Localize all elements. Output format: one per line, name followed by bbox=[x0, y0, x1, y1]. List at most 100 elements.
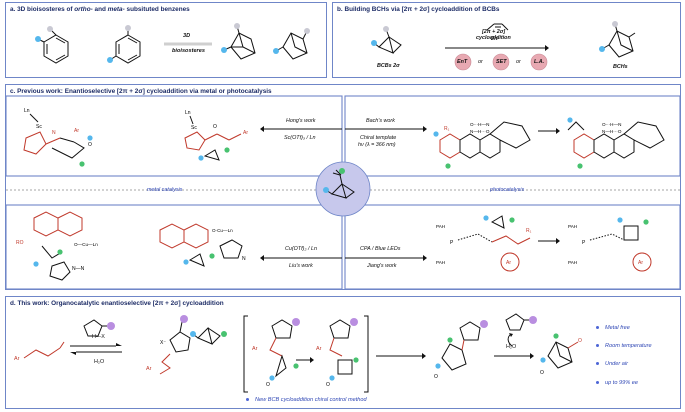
jiang-conditions: CPA / Blue LEDs bbox=[360, 246, 401, 252]
ar-label-3: Ar bbox=[252, 346, 258, 352]
svg-text:PAH: PAH bbox=[568, 224, 577, 229]
jiang-cpa-complex-2: PAH P PAH Ar bbox=[568, 217, 652, 272]
bch-meta-structure bbox=[273, 28, 310, 60]
final-bch-product: O O bbox=[540, 333, 582, 376]
ortho-benzene-structure bbox=[35, 26, 69, 64]
svg-text:O: O bbox=[326, 382, 330, 388]
svg-text:O—Cu—Ln: O—Cu—Ln bbox=[74, 242, 98, 247]
meta-benzene-structure bbox=[107, 25, 141, 64]
bach-arrow-2 bbox=[538, 128, 560, 134]
bach-template-complex-2: O···H—N N—H···O bbox=[567, 117, 665, 169]
bch-label: BCHs bbox=[613, 64, 628, 70]
metal-catalysis-label: metal catalysis bbox=[147, 187, 183, 193]
svg-text:O: O bbox=[540, 370, 544, 376]
svg-text:R₁: R₁ bbox=[444, 126, 450, 132]
svg-text:P: P bbox=[450, 240, 454, 246]
jiang-label: Jiang's work bbox=[367, 263, 397, 269]
svg-text:Sc: Sc bbox=[36, 124, 42, 130]
arrow-label-3d: 3D bbox=[183, 33, 191, 39]
water-label-1: H₂O bbox=[94, 359, 105, 365]
liu-conditions: Cu(OTf)₂ / Ln bbox=[285, 246, 318, 252]
or-1: or bbox=[478, 59, 483, 65]
panel-a: a. 3D bioisosteres of ortho- and meta- s… bbox=[5, 2, 327, 78]
svg-text:PAH: PAH bbox=[436, 224, 445, 229]
pyrrolidine-catalyst-1 bbox=[83, 319, 115, 337]
svg-text:Ln: Ln bbox=[24, 108, 30, 114]
bioisostere-arrow bbox=[164, 42, 212, 46]
svg-text:O·Cu—Ln: O·Cu—Ln bbox=[212, 228, 233, 233]
liu-arrow bbox=[260, 255, 342, 261]
svg-text:O: O bbox=[434, 374, 438, 380]
panel-c-title: c. Previous work: Enantioselective [2π +… bbox=[10, 88, 272, 95]
bcb-label: BCBs 2σ bbox=[377, 63, 400, 69]
svg-text:PAH: PAH bbox=[436, 260, 445, 265]
photocatalysis-label: photocatalysis bbox=[490, 187, 525, 193]
hx-label: H—X bbox=[92, 334, 105, 340]
ar-label-2: Ar bbox=[146, 366, 152, 372]
liu-label: Liu's work bbox=[289, 263, 313, 269]
svg-text:O: O bbox=[88, 142, 92, 148]
bch-product-structure bbox=[599, 21, 636, 58]
svg-text:N: N bbox=[242, 256, 246, 262]
bullet-under-air: Under air bbox=[596, 361, 628, 367]
svg-text:O···H—N: O···H—N bbox=[602, 122, 621, 127]
hong-conditions: Sc(OTf)₃ / Ln bbox=[284, 135, 316, 141]
panel-a-title: a. 3D bioisosteres of ortho- and meta- s… bbox=[10, 6, 190, 13]
bcb-reagent-d bbox=[190, 327, 227, 345]
svg-text:N—H···O: N—H···O bbox=[602, 129, 622, 134]
hong-transition-state: Ln Sc N Ar O bbox=[23, 108, 93, 167]
iminium-ion: X⁻ bbox=[159, 315, 191, 375]
hong-label: Hong's work bbox=[286, 118, 316, 124]
liu-transition-state: RO O—Cu—Ln N—N bbox=[16, 211, 98, 281]
svg-text:PAH: PAH bbox=[568, 260, 577, 265]
svg-text:O: O bbox=[213, 124, 217, 130]
circle-la: L.A. bbox=[534, 59, 545, 65]
catalyst-return-arrow bbox=[507, 333, 513, 347]
reaction-arrow-b bbox=[445, 45, 549, 51]
bullet-room-temperature: Room temperature bbox=[596, 343, 652, 349]
svg-text:O: O bbox=[266, 382, 270, 388]
panel-b: b. Building BCHs via [2π + 2σ] cycloaddi… bbox=[332, 2, 681, 78]
hong-arrow bbox=[260, 126, 342, 132]
reagent-2pi-label: 2π bbox=[491, 36, 498, 42]
hong-substrate: Ln Sc Ar O bbox=[184, 110, 248, 161]
ar-label-4: Ar bbox=[316, 346, 322, 352]
panel-b-title: b. Building BCHs via [2π + 2σ] cycloaddi… bbox=[337, 6, 500, 13]
svg-text:N—N: N—N bbox=[72, 266, 85, 272]
svg-text:N—H···O: N—H···O bbox=[470, 129, 490, 134]
bach-conditions-2: hν (λ = 366 nm) bbox=[358, 142, 396, 148]
pyrrolidine-catalyst-2 bbox=[505, 313, 537, 331]
bach-label: Bach's work bbox=[366, 118, 395, 124]
svg-text:Ln: Ln bbox=[185, 110, 191, 116]
svg-text:P: P bbox=[582, 240, 586, 246]
svg-text:X⁻: X⁻ bbox=[160, 340, 166, 346]
intermediate-1: O bbox=[266, 318, 300, 388]
bullet-metal-free: Metal free bbox=[596, 325, 630, 331]
intermediate-brackets bbox=[243, 315, 369, 393]
circle-ent: EnT bbox=[457, 59, 468, 65]
arrow-label-cyclo-2: cycloaddition bbox=[476, 35, 511, 41]
panel-d-title: d. This work: Organocatalytic enantiosel… bbox=[10, 300, 224, 307]
arrow-label-cyclo-1: [2π + 2σ] bbox=[482, 29, 506, 35]
new-method-label: New BCB cycloaddition chiral control met… bbox=[246, 397, 367, 403]
bach-template-complex-1: R₁ O···H—N N—H···O bbox=[433, 121, 531, 169]
center-bcb-circle bbox=[315, 161, 371, 217]
liu-substrate: O·Cu—Ln N bbox=[159, 223, 246, 267]
svg-text:Ar: Ar bbox=[243, 130, 248, 136]
svg-text:O: O bbox=[578, 338, 582, 344]
arrow-label-bioisosteres: bioisosteres bbox=[172, 48, 205, 54]
svg-text:RO: RO bbox=[16, 240, 24, 246]
water-label-2: H₂O bbox=[506, 344, 517, 350]
svg-text:Ar: Ar bbox=[638, 260, 643, 266]
ar-label-1: Ar bbox=[14, 356, 20, 362]
bach-conditions-1: Chiral template bbox=[360, 135, 397, 141]
svg-text:Ar: Ar bbox=[74, 128, 79, 134]
bcb-structure bbox=[371, 26, 402, 54]
bach-arrow bbox=[345, 126, 427, 132]
jiang-arrow bbox=[345, 255, 427, 261]
intermediate-2: O bbox=[326, 318, 359, 388]
equilibrium-arrows bbox=[70, 343, 122, 355]
svg-text:O···H—N: O···H—N bbox=[470, 122, 489, 127]
svg-text:N: N bbox=[52, 130, 56, 136]
